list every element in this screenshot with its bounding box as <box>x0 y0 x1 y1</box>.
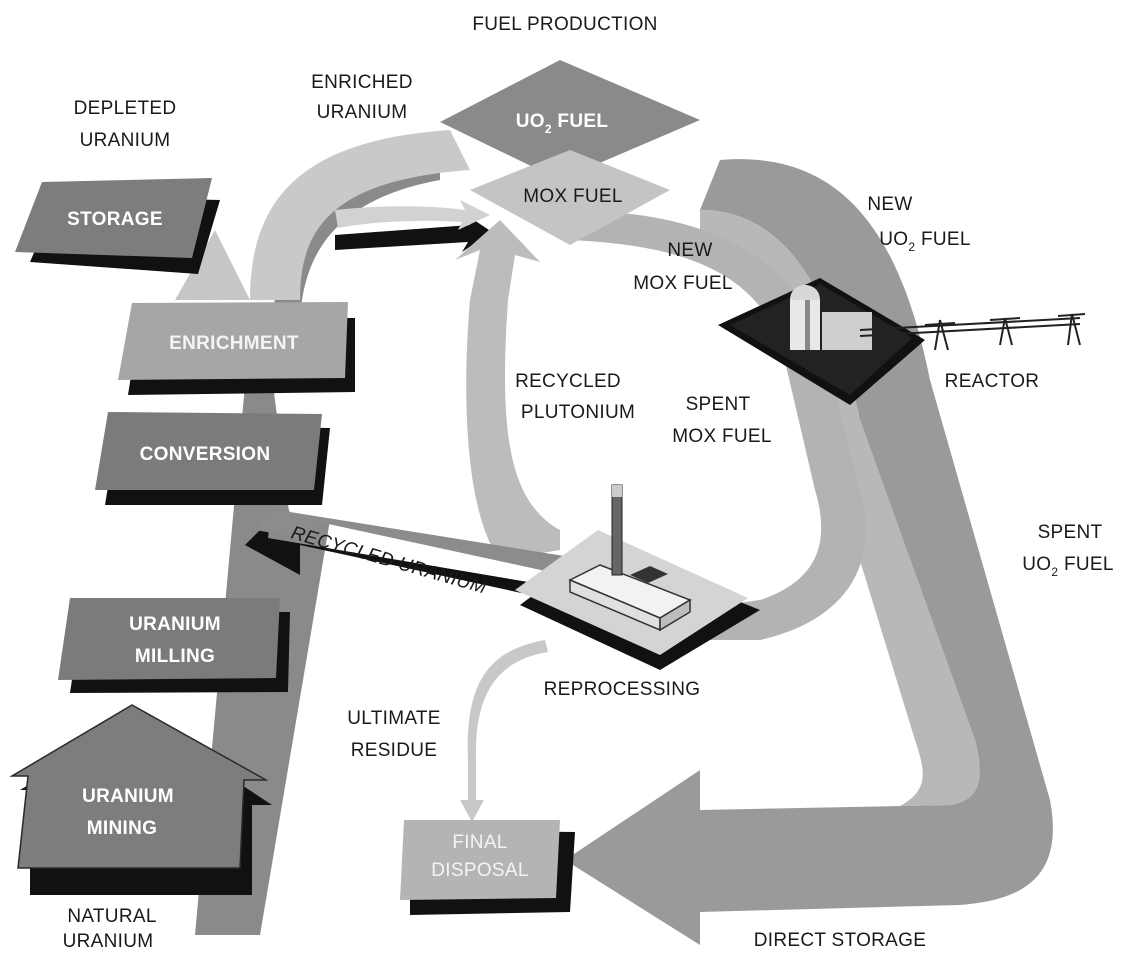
fuel-production-title: FUEL PRODUCTION <box>472 14 657 35</box>
recycled-uranium-arrow <box>255 495 620 585</box>
depleted-uranium-flow <box>175 230 250 300</box>
reactor-pad-top <box>730 284 912 395</box>
new-mox-fuel-label-line2: MOX FUEL <box>633 273 733 294</box>
storage-label: STORAGE <box>67 209 163 230</box>
depleted-uranium-label-line2: URANIUM <box>80 130 171 151</box>
milling-label-line2: MILLING <box>135 646 215 667</box>
reprocessing-label: REPROCESSING <box>544 679 701 700</box>
new-mox-fuel-label-line1: NEW <box>667 240 712 261</box>
reactor-label: REACTOR <box>945 371 1040 392</box>
milling-label-line1: URANIUM <box>129 614 221 635</box>
reprocessing-plant-icon <box>568 484 692 632</box>
mox-fuel-label: MOX FUEL <box>523 186 623 207</box>
spent-uo2-fuel-label-line2: UO2 FUEL <box>1022 554 1113 579</box>
enrichment-label: ENRICHMENT <box>169 333 299 354</box>
conversion-label: CONVERSION <box>140 444 271 465</box>
ultimate-residue-flow <box>460 640 548 822</box>
recycled-uranium-arrow-shadow <box>245 520 605 610</box>
mining-box[interactable] <box>12 705 266 868</box>
recycled-plutonium-label-line1: RECYCLED <box>515 371 621 392</box>
final-disposal-box[interactable] <box>400 820 560 900</box>
enrichment-box[interactable] <box>118 302 348 380</box>
spent-mox-fuel-label-line1: SPENT <box>686 394 751 415</box>
enrichment-to-fuel-arrow-light <box>335 200 490 230</box>
recycled-plutonium-flow <box>455 220 560 560</box>
storage-box[interactable] <box>15 178 212 258</box>
ultimate-residue-label-line1: ULTIMATE <box>347 708 441 729</box>
enriched-uranium-label-line2: URANIUM <box>317 102 408 123</box>
spent-uo2-flow-inner <box>700 210 980 806</box>
spent-uo2-flow-band <box>565 159 1053 945</box>
mox-fuel-diamond <box>470 150 670 245</box>
mining-label-line2: MINING <box>87 818 157 839</box>
new-uo2-fuel-label-line1: NEW <box>867 194 912 215</box>
conversion-box[interactable] <box>95 412 322 490</box>
enriched-uranium-label-line1: ENRICHED <box>311 72 413 93</box>
new-uo2-fuel-label-line2: UO2 FUEL <box>879 229 970 254</box>
uo2-fuel-diamond <box>440 60 700 180</box>
milling-box[interactable] <box>58 598 280 680</box>
natural-uranium-label-line1: NATURAL <box>67 906 156 927</box>
reactor-building-icon <box>790 285 872 350</box>
recycled-plutonium-label-line2: PLUTONIUM <box>521 402 635 423</box>
ultimate-residue-label-line2: RESIDUE <box>351 740 438 761</box>
mining-label-line1: URANIUM <box>82 786 174 807</box>
mining-box-outline <box>9 704 269 869</box>
direct-storage-label: DIRECT STORAGE <box>754 930 926 951</box>
uo2-fuel-label: UO2 FUEL <box>516 111 609 136</box>
power-line-icon <box>859 313 1086 351</box>
spent-uo2-fuel-label-line1: SPENT <box>1038 522 1103 543</box>
spent-mox-fuel-label-line2: MOX FUEL <box>672 426 772 447</box>
enriched-uranium-flow <box>250 130 470 300</box>
final-disposal-label-line1: FINAL <box>452 832 507 853</box>
final-disposal-label-line2: DISPOSAL <box>431 860 528 881</box>
enrichment-to-fuel-arrow <box>335 212 492 252</box>
natural-uranium-label-line2: URANIUM <box>63 931 154 952</box>
depleted-uranium-label-line1: DEPLETED <box>74 98 177 119</box>
